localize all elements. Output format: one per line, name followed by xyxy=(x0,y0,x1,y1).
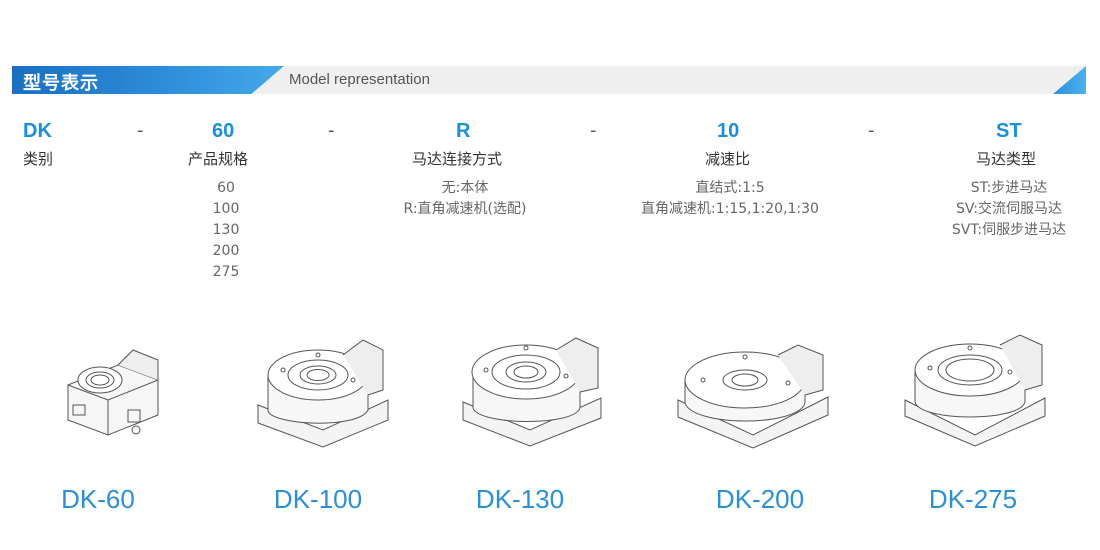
separator-3: - xyxy=(590,120,597,141)
section-subtitle: Model representation xyxy=(289,71,430,88)
code-ratio: 10 xyxy=(717,120,740,142)
separator-4: - xyxy=(868,120,875,141)
options-motor-connection: 无:本体 R:直角减速机(选配) xyxy=(380,178,550,220)
label-motor-connection: 马达连接方式 xyxy=(412,150,503,168)
label-ratio: 减速比 xyxy=(705,150,751,168)
section-title: 型号表示 xyxy=(23,73,99,94)
product-label-dk100: DK-100 xyxy=(273,484,363,514)
header-title-tab xyxy=(12,66,284,94)
code-motor-type: ST xyxy=(996,120,1022,142)
product-image-dk100 xyxy=(253,335,393,450)
option-item: ST:步进马达 xyxy=(970,180,1048,196)
product-label-dk275: DK-275 xyxy=(928,484,1018,514)
option-item: 直结式:1:5 xyxy=(695,180,765,196)
option-item: 100 xyxy=(212,201,240,217)
option-item: SV:交流伺服马达 xyxy=(955,201,1063,217)
option-item: 60 xyxy=(217,180,235,196)
separator-2: - xyxy=(328,120,335,141)
product-image-dk130 xyxy=(458,330,606,448)
option-item: SVT:伺服步进马达 xyxy=(951,222,1067,238)
option-item: R:直角减速机(选配) xyxy=(403,201,527,217)
code-motor-connection: R xyxy=(456,120,471,142)
label-size: 产品规格 xyxy=(188,150,249,168)
product-image-dk275 xyxy=(900,330,1050,448)
code-size: 60 xyxy=(212,120,235,142)
option-item: 275 xyxy=(212,264,240,280)
label-motor-type: 马达类型 xyxy=(976,150,1037,168)
product-image-dk200 xyxy=(673,335,833,450)
option-item: 无:本体 xyxy=(441,180,489,196)
option-item: 直角减速机:1:15,1:20,1:30 xyxy=(641,201,819,217)
option-item: 200 xyxy=(212,243,240,259)
separator-1: - xyxy=(137,120,144,141)
product-label-dk130: DK-130 xyxy=(475,484,565,514)
options-size: 60 100 130 200 275 xyxy=(205,178,247,283)
options-ratio: 直结式:1:5 直角减速机:1:15,1:20,1:30 xyxy=(625,178,835,220)
product-image-dk60 xyxy=(58,345,168,445)
code-category: DK xyxy=(23,120,52,142)
product-label-dk60: DK-60 xyxy=(61,484,135,514)
options-motor-type: ST:步进马达 SV:交流伺服马达 SVT:伺服步进马达 xyxy=(930,178,1088,241)
product-label-dk200: DK-200 xyxy=(715,484,805,514)
option-item: 130 xyxy=(212,222,240,238)
label-category: 类别 xyxy=(23,150,54,168)
